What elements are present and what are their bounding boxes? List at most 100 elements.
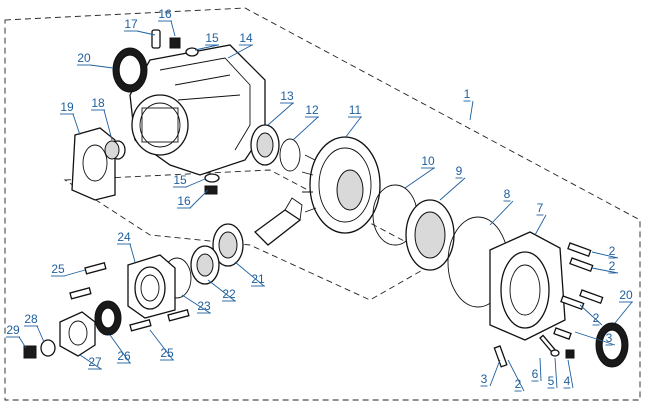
callout-number: 1 — [464, 87, 471, 101]
callout-c18: 18 — [91, 96, 113, 141]
nut-29 — [23, 345, 37, 359]
callout-number: 14 — [239, 31, 253, 45]
leader-line — [185, 178, 206, 188]
callout-c5: 5 — [547, 357, 558, 389]
leader-line — [109, 334, 131, 364]
callout-c10: 10 — [404, 154, 435, 189]
callout-number: 23 — [197, 299, 211, 313]
leader-line — [103, 109, 113, 141]
callout-c26: 26 — [109, 334, 131, 364]
callout-number: 27 — [88, 355, 102, 369]
leader-line — [507, 359, 525, 392]
leader-line — [344, 116, 362, 139]
callout-c25a: 25 — [51, 262, 86, 277]
shim-12 — [279, 138, 301, 172]
callout-number: 10 — [421, 154, 435, 168]
leader-line — [574, 331, 616, 346]
callout-c4: 4 — [563, 359, 574, 389]
callout-c2c: 2 — [579, 304, 603, 326]
callout-number: 11 — [349, 103, 362, 117]
callout-number: 9 — [456, 164, 463, 178]
bolts-3 — [493, 327, 572, 368]
leader-line — [469, 100, 474, 121]
nut-4 — [565, 349, 575, 359]
callout-c17: 17 — [124, 17, 156, 36]
leader-line — [194, 44, 219, 51]
leader-line — [72, 113, 81, 136]
plug-16-top — [169, 37, 181, 49]
leader-line — [234, 261, 265, 287]
flange-housing-24 — [127, 254, 176, 319]
callout-number: 22 — [222, 287, 236, 301]
callout-number: 17 — [124, 17, 138, 31]
leader-line — [489, 359, 501, 387]
callout-c28: 28 — [24, 312, 45, 343]
leader-line — [489, 200, 514, 226]
leader-line — [579, 304, 603, 326]
callout-c16b: 16 — [177, 189, 209, 209]
leader-line — [89, 64, 114, 69]
bolts-25 — [69, 262, 190, 332]
washer-15-bottom — [204, 173, 220, 183]
leader-line — [539, 357, 542, 382]
callout-number: 20 — [619, 288, 633, 302]
callout-number: 7 — [537, 201, 544, 215]
seal-20-top — [112, 47, 148, 93]
callout-c13: 13 — [267, 89, 294, 126]
plug-16-bottom — [204, 185, 218, 195]
leader-line — [227, 44, 253, 59]
callout-number: 5 — [548, 374, 555, 388]
leader-line — [170, 20, 176, 37]
pinion-shaft — [254, 197, 303, 246]
callout-c20a: 20 — [77, 51, 114, 69]
callout-c23: 23 — [181, 294, 211, 314]
callout-number: 2 — [609, 244, 616, 258]
callout-number: 20 — [77, 51, 91, 65]
callout-c12: 12 — [292, 103, 319, 141]
callout-number: 13 — [280, 89, 294, 103]
callout-number: 29 — [6, 323, 20, 337]
end-cover-7 — [489, 231, 566, 341]
leader-line — [36, 325, 45, 343]
callout-c15b: 15 — [173, 173, 206, 188]
callout-c2b: 2 — [591, 259, 619, 274]
leader-line — [267, 102, 294, 126]
callout-number: 3 — [481, 372, 488, 386]
ring-gear-11 — [301, 136, 381, 234]
leader-line — [292, 116, 319, 141]
callout-number: 16 — [158, 7, 172, 21]
callout-c1: 1 — [463, 87, 474, 121]
callout-c2d: 2 — [507, 359, 525, 392]
leader-line — [129, 243, 136, 263]
callout-c3a: 3 — [574, 331, 616, 346]
leader-line — [189, 189, 209, 209]
leader-line — [534, 214, 547, 236]
leader-line — [18, 336, 27, 349]
leader-line — [591, 267, 619, 274]
callout-c8: 8 — [489, 187, 514, 226]
callout-number: 8 — [504, 187, 511, 201]
assembly-boundary-outline — [4, 7, 641, 401]
callout-number: 16 — [177, 194, 191, 208]
bearing-18 — [104, 140, 126, 160]
differential-housing — [129, 44, 266, 176]
bearing-21 — [212, 223, 244, 267]
callout-c22: 22 — [207, 279, 236, 302]
leader-line — [591, 251, 619, 259]
callout-c14: 14 — [227, 31, 253, 59]
yoke-27 — [59, 311, 96, 357]
callout-number: 24 — [117, 230, 131, 244]
callout-number: 2 — [593, 311, 600, 325]
callout-number: 15 — [173, 173, 187, 187]
callout-c27: 27 — [79, 354, 102, 370]
callout-number: 2 — [515, 377, 522, 391]
leader-line — [404, 167, 435, 189]
callout-number: 21 — [251, 272, 265, 286]
callout-c7: 7 — [534, 201, 547, 236]
callout-number: 25 — [51, 262, 65, 276]
washer-15-top — [185, 47, 199, 57]
callout-number: 4 — [564, 374, 571, 388]
callout-c2a: 2 — [591, 244, 619, 259]
